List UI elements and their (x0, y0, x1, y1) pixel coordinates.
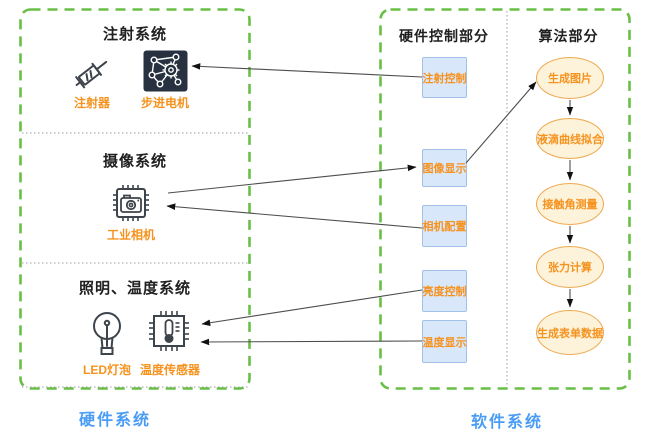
section-title-camera-system: 摄像系统 (102, 153, 167, 170)
footer-software-system: 软件系统 (470, 414, 543, 431)
column-header-algorithm: 算法部分 (538, 28, 599, 44)
node-injection-control: 注射控制 (422, 57, 467, 98)
temperature-sensor-icon (146, 308, 192, 354)
node-image-display: 图像显示 (422, 149, 467, 187)
node-tension-calculation: 张力计算 (536, 246, 604, 288)
node-generate-image: 生成图片 (536, 57, 604, 99)
footer-hardware-system: 硬件系统 (78, 412, 151, 429)
led-bulb-icon (87, 310, 127, 360)
column-header-hardware-control: 硬件控制部分 (399, 28, 489, 44)
syringe-icon (70, 51, 114, 95)
stepper-motor-icon (143, 50, 188, 92)
node-generate-form-data: 生成表单数据 (536, 310, 604, 355)
node-camera-config: 相机配置 (422, 205, 467, 247)
label-temperature-sensor: 温度传感器 (139, 363, 200, 377)
node-droplet-curve-fitting: 液滴曲线拟合 (536, 118, 604, 159)
arrow-temperature-display-to-temperature-sensor (200, 338, 423, 346)
arrow-camera-config-to-industrial-camera (166, 203, 423, 229)
label-led-bulb: LED灯泡 (82, 363, 131, 377)
industrial-camera-icon (110, 182, 152, 224)
section-title-injection-system: 注射系统 (102, 26, 167, 43)
label-industrial-camera: 工业相机 (106, 228, 155, 242)
label-syringe: 注射器 (73, 96, 110, 110)
arrow-injection-control-to-stepper-motor (191, 63, 423, 78)
node-contact-angle-measurement: 接触角测量 (536, 183, 604, 225)
arrow-image-display-to-generate-image (465, 81, 537, 164)
node-temperature-display: 温度显示 (422, 320, 467, 363)
section-title-light-temperature-system: 照明、温度系统 (78, 280, 191, 297)
label-stepper-motor: 步进电机 (140, 96, 189, 110)
node-brightness-control: 亮度控制 (422, 270, 467, 312)
